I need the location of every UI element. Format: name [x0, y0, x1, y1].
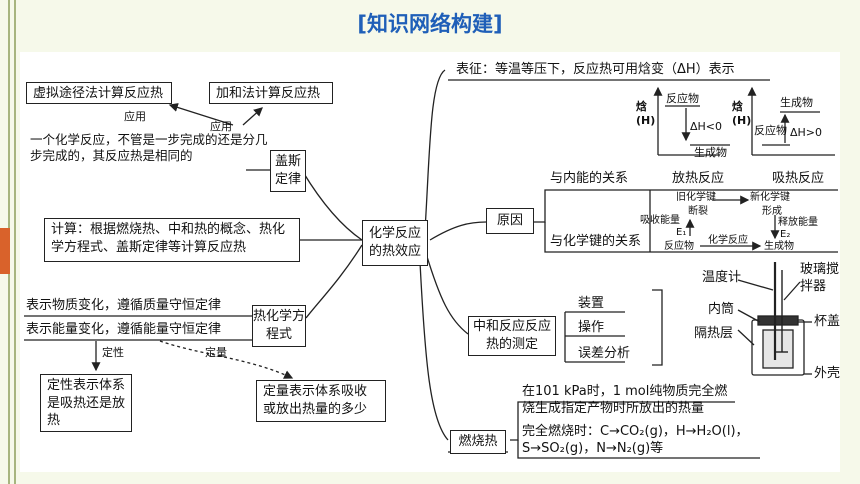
- exo-dh: ΔH<0: [690, 120, 723, 133]
- cause-upper: [534, 189, 838, 223]
- edge-center-thermo: [305, 244, 363, 319]
- endo-product: 生成物: [780, 96, 813, 109]
- stirrer-label: 玻璃搅拌器: [800, 262, 840, 294]
- release-energy: 释放能量: [778, 217, 818, 228]
- thermo-node: 热化学方程式: [252, 305, 306, 347]
- cause-lower: [544, 222, 838, 253]
- apply-label-2: 应用: [210, 120, 232, 133]
- apply-label-1: 应用: [124, 110, 146, 123]
- bond-form: 形成: [762, 206, 782, 217]
- endo-dh: ΔH>0: [790, 126, 823, 139]
- endothermic-label: 吸热反应: [772, 171, 825, 186]
- thermo-mass-line: 表示物质变化，遵循质量守恒定律: [26, 298, 222, 313]
- hess-node: 盖斯定律: [270, 150, 306, 192]
- endo-reactant: 反应物: [754, 124, 787, 137]
- absorb-energy: 吸收能量: [640, 215, 680, 226]
- chem-reaction-label: 化学反应: [708, 235, 748, 246]
- energy-e2: E₂: [780, 229, 791, 240]
- representation-text: 表征：等温等压下，反应热可用焓变（ΔH）表示: [456, 62, 735, 77]
- accent-bar: [0, 228, 10, 274]
- complete-combustion: 完全燃烧时：C→CO₂(g)，H→H₂O(l)，S→SO₂(g)，N→N₂(g)…: [522, 424, 749, 456]
- shell-label: 外壳: [814, 366, 841, 381]
- arrow-hess-addition: [242, 107, 263, 126]
- arrow-quantitative: [159, 340, 294, 379]
- energy-e1: E₁: [676, 227, 687, 238]
- addition-box: 加和法计算反应热: [209, 82, 333, 104]
- exo-reactant: 反应物: [666, 92, 699, 105]
- slide-title: [知识网络构建]: [357, 12, 503, 36]
- inner-cup-label: 内筒: [708, 302, 735, 317]
- device-label: 装置: [578, 296, 605, 311]
- edge-center-cause: [429, 221, 487, 241]
- thermometer-label: 温度计: [702, 270, 742, 285]
- internal-energy-label: 与内能的关系: [550, 171, 629, 186]
- cause-node: 原因: [486, 208, 534, 234]
- edge-center-repr: [424, 69, 446, 231]
- center-node: 化学反应的热效应: [362, 220, 428, 266]
- error-analysis-label: 误差分析: [578, 346, 631, 361]
- hess-statement: 一个化学反应，不管是一步完成的还是分几步完成的，其反应热是相同的: [30, 132, 268, 164]
- qualitative-box: 定性表示体系是吸热还是放热: [40, 374, 132, 432]
- calculation-box: 计算：根据燃烧热、中和热的概念、热化学方程式、盖斯定律等计算反应热: [44, 218, 300, 262]
- cause-reactant: 反应物: [664, 241, 694, 252]
- edge-center-combust: [419, 261, 449, 441]
- neutralization-node: 中和反应反应热的测定: [468, 316, 556, 356]
- operation-label: 操作: [578, 320, 605, 335]
- quantitative-box: 定量表示体系吸收或放出热量的多少: [256, 380, 386, 422]
- edge-center-neutral: [424, 249, 469, 335]
- edge-center-hess: [302, 171, 363, 241]
- qualitative-label: 定性: [102, 346, 124, 359]
- frame-line-left-2: [14, 0, 16, 484]
- bond-break: 断裂: [688, 206, 708, 217]
- lid-label: 杯盖: [814, 314, 841, 329]
- insulation-label: 隔热层: [694, 326, 734, 341]
- virtual-path-box: 虚拟途径法计算反应热: [26, 82, 172, 104]
- endo-axis-label: 焓(H): [732, 100, 752, 128]
- thermo-energy-line: 表示能量变化，遵循能量守恒定律: [26, 322, 222, 337]
- combustion-node: 燃烧热: [450, 430, 506, 454]
- cause-product: 生成物: [764, 241, 794, 252]
- old-bond: 旧化学键: [676, 192, 716, 203]
- quantitative-label: 定量: [205, 346, 227, 359]
- new-bond: 新化学键: [750, 192, 790, 203]
- exo-axis-label: 焓(H): [636, 100, 656, 128]
- combustion-definition: 在101 kPa时，1 mol纯物质完全燃烧生成指定产物时所放出的热量: [522, 384, 728, 416]
- arrow-hess-virtual: [168, 103, 234, 126]
- exo-product: 生成物: [694, 146, 727, 159]
- exothermic-label: 放热反应: [672, 171, 725, 186]
- bond-relation-label: 与化学键的关系: [550, 234, 642, 249]
